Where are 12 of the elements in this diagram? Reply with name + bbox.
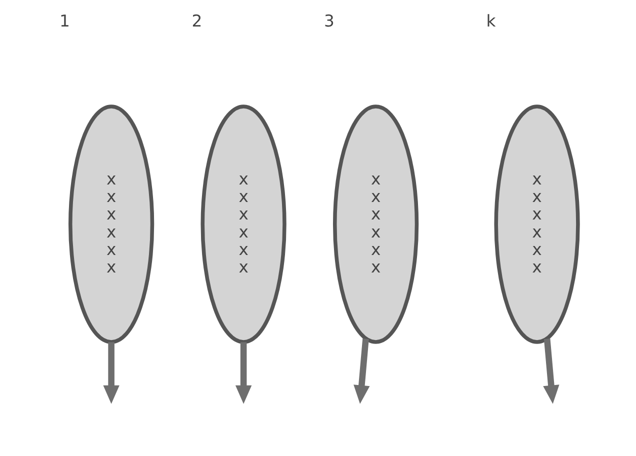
node-label: 3 xyxy=(323,11,334,30)
node-label: 2 xyxy=(191,11,202,30)
arrow xyxy=(353,338,370,404)
node-ellipse: x x x x x x xyxy=(494,104,580,344)
arrow xyxy=(102,342,119,404)
node-label: k xyxy=(486,11,496,30)
arrow xyxy=(234,342,252,404)
arrow xyxy=(542,338,559,404)
node-label: 1 xyxy=(58,11,70,30)
node-ellipse: x x x x x x xyxy=(200,104,286,344)
node-ellipse: x x x x x x xyxy=(332,104,418,344)
node-ellipse: x x x x x x xyxy=(68,104,154,344)
